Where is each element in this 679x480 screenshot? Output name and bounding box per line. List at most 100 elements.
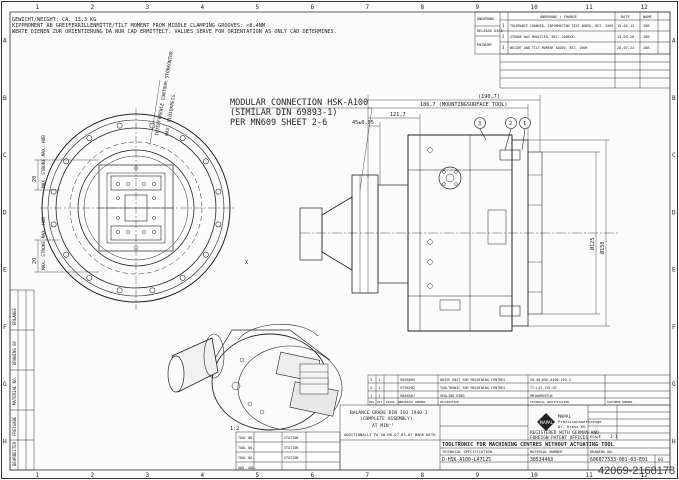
border-row-right-B: B bbox=[672, 95, 676, 102]
border-row-right-D: D bbox=[672, 209, 676, 216]
bolt-hole bbox=[215, 221, 222, 228]
inner-frame bbox=[9, 11, 671, 471]
bolt-hole bbox=[116, 287, 123, 294]
stroke-dim-2: 20 bbox=[32, 258, 38, 264]
stroke-label-1: MAX. STROKE MAX. HUB bbox=[41, 135, 47, 188]
parts-row-number: 9048567 bbox=[400, 394, 415, 398]
material-label: MATERIAL NUMBER bbox=[530, 450, 563, 454]
rev-row-text: STROKE WAS MODIFIED, BEZ. 2009XX bbox=[510, 35, 574, 39]
spec-value: D-HSK-A100-L47125 bbox=[442, 457, 491, 463]
border-col-bottom-2: 2 bbox=[91, 472, 95, 479]
parts-row-pos: 1 bbox=[370, 394, 372, 398]
inner-hole bbox=[126, 230, 130, 234]
front-bolt-circle bbox=[50, 122, 222, 294]
parts-header-cell: QTY bbox=[377, 400, 382, 404]
parts-header-cell: TECHNICAL SPECIFICATION bbox=[530, 400, 569, 404]
inner-hole bbox=[126, 182, 130, 186]
sheet-no: 01 bbox=[658, 457, 664, 463]
bolt-hole bbox=[50, 221, 57, 228]
front-view bbox=[40, 108, 235, 310]
balloon-1: 1 bbox=[523, 121, 526, 127]
balance-line-2: (COMPLETE ASSEMBLY) bbox=[360, 416, 413, 422]
border-row-left-F: F bbox=[3, 324, 7, 331]
border-col-bottom-7: 7 bbox=[366, 472, 370, 479]
parts-row-spec: 20-40-HSK-A100-103-3 bbox=[530, 378, 571, 382]
rev-row-name: JOB bbox=[643, 35, 650, 39]
dim-mounting: 186,7 (MOUNTINGSURFACE TOOL) bbox=[420, 102, 507, 108]
parts-row-spec: RM100MS5FLN bbox=[530, 394, 552, 398]
balance-line-3: AT MIN⁻¹ bbox=[372, 423, 394, 429]
part-balloons bbox=[474, 117, 531, 151]
dim-dia-125: Ø125 bbox=[589, 238, 596, 251]
rev-row-text: TOLERANCE CHANGED, INFORMATION TEXT ADDE… bbox=[510, 24, 613, 28]
rev-row-index: 2 bbox=[502, 34, 505, 39]
border-row-left-A: A bbox=[3, 38, 7, 45]
border-col-top-8: 8 bbox=[421, 4, 425, 11]
border-col-top-4: 4 bbox=[201, 4, 205, 11]
left-strip-label: BEARBEITER bbox=[12, 441, 17, 466]
view-marker: X bbox=[245, 260, 249, 266]
dim-dia-150: Ø150 bbox=[599, 242, 606, 255]
rev-row-name: JOB bbox=[643, 46, 650, 50]
inner-hole bbox=[152, 230, 156, 234]
left-strip-label: ERLANGE bbox=[12, 308, 17, 325]
inner-hole bbox=[134, 246, 138, 250]
inner-hole bbox=[134, 166, 138, 170]
bolt-hole bbox=[179, 274, 186, 281]
balloon-3: 3 bbox=[478, 121, 481, 127]
callout-line-1: MODULAR CONNECTION HSK-A100 bbox=[230, 98, 368, 108]
station-label: STATION bbox=[284, 456, 298, 460]
inner-hole bbox=[116, 182, 120, 186]
drawing-title: TOOLTRONIC FOR MACHINING CENTRES WITHOUT… bbox=[442, 442, 614, 448]
inner-hole bbox=[116, 216, 120, 220]
bolt-hole bbox=[215, 188, 222, 195]
border-row-right-F: F bbox=[672, 324, 676, 331]
rev-row-text: WEIGHT AND TILT MOMENT ADDED, BEZ. 2009 bbox=[510, 46, 587, 50]
bolt-hole bbox=[179, 135, 186, 142]
border-row-right-A: A bbox=[672, 38, 676, 45]
border-col-bottom-10: 10 bbox=[531, 472, 539, 479]
material-value: 30534463 bbox=[530, 457, 553, 463]
front-inner-holes bbox=[116, 166, 156, 250]
interference-leader bbox=[149, 79, 161, 146]
registered-2: FOREIGN PATENT OFFICES bbox=[530, 435, 589, 441]
border-row-right-E: E bbox=[672, 267, 676, 274]
parts-row-description: TOOLTRONIC FOR MACHINING CENTRES bbox=[440, 386, 505, 390]
border-col-top-5: 5 bbox=[256, 4, 260, 11]
spec-label: TECHNICAL SPECIFICATION bbox=[442, 450, 492, 454]
parts-row-qty: 1 bbox=[378, 386, 380, 390]
parts-row-number: 9056605 bbox=[400, 378, 415, 382]
inner-hole bbox=[116, 230, 120, 234]
isometric-view bbox=[167, 324, 343, 431]
station-label: STATION bbox=[284, 436, 298, 440]
bolt-hole bbox=[202, 158, 209, 165]
border-col-top-9: 9 bbox=[476, 4, 480, 11]
rev-row-date: 20.07.24 bbox=[617, 46, 634, 50]
border-col-bottom-9: 9 bbox=[476, 472, 480, 479]
bolt-hole bbox=[86, 274, 93, 281]
bolt-hole bbox=[86, 135, 93, 142]
note-values: WERTE DIENEN ZUR ORIENTIERUNG DA NUR CAD… bbox=[12, 29, 337, 35]
parts-header-cell: CUSTOMER NUMBER bbox=[607, 400, 633, 404]
border-row-left-C: C bbox=[3, 152, 7, 159]
rev-header-date: DATE bbox=[621, 15, 630, 19]
station-label: STATION bbox=[284, 446, 298, 450]
border-col-top-7: 7 bbox=[366, 4, 370, 11]
parts-row-qty: 1 bbox=[378, 378, 380, 382]
left-meta-strip bbox=[9, 289, 35, 471]
station-label: ADD. ADD. bbox=[238, 466, 256, 470]
parts-header-cell: POS bbox=[369, 400, 374, 404]
inner-hole bbox=[142, 182, 146, 186]
registered-1: REGISTERED WITH GERMAN AND bbox=[530, 430, 599, 436]
left-strip-label: DRAWING BY bbox=[12, 340, 17, 365]
rev-side-label-2: RELEASE DATE bbox=[477, 29, 503, 33]
border-col-bottom-4: 4 bbox=[201, 472, 205, 479]
additional-note: ADDITIONALLY TO VA-MR-07-03-07 MARK WITH bbox=[344, 432, 436, 437]
bolt-hole bbox=[50, 188, 57, 195]
left-strip-label: FREIGABE bbox=[12, 416, 17, 436]
svg-text:MAPAL: MAPAL bbox=[540, 420, 554, 425]
